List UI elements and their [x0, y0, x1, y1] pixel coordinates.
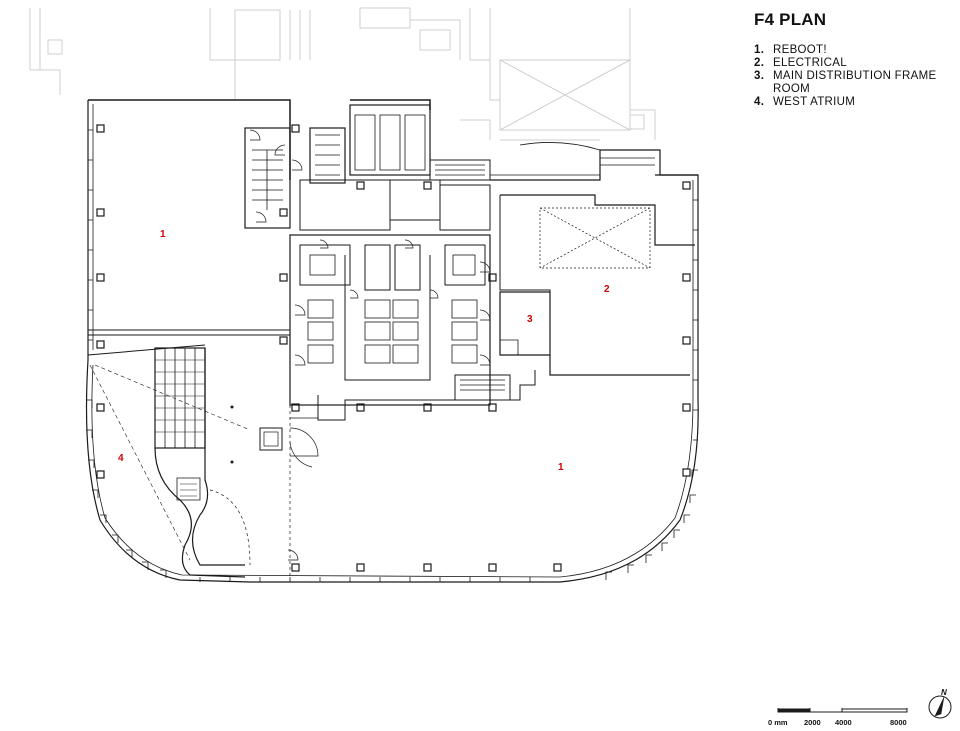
north-arrow-icon — [928, 695, 952, 719]
legend-number: 2. — [754, 57, 765, 69]
legend-number: 1. — [754, 44, 765, 56]
legend-number: 4. — [754, 96, 765, 108]
scale-label-zero: 0 mm — [768, 718, 788, 727]
scale-label-2000: 2000 — [804, 718, 821, 727]
scale-label-4000: 4000 — [835, 718, 852, 727]
scale-bar — [777, 708, 908, 713]
room-label-mdf: 3 — [527, 314, 533, 325]
room-label-west-atrium: 4 — [118, 453, 124, 464]
legend-text: ELECTRICAL — [773, 57, 847, 69]
electrical-and-mdf-rooms — [499, 194, 695, 376]
legend-item: 2. ELECTRICAL — [754, 57, 954, 70]
legend-item: 4. WEST ATRIUM — [754, 96, 954, 109]
room-label-reboot-north: 1 — [160, 229, 166, 240]
legend-text: REBOOT! — [773, 44, 827, 56]
west-atrium-escalators — [87, 329, 291, 580]
room-label-electrical: 2 — [604, 284, 610, 295]
plan-title: F4 PLAN — [754, 10, 827, 29]
scale-label-8000: 8000 — [890, 718, 907, 727]
legend-number: 3. — [754, 70, 765, 82]
legend-item: 3. MAIN DISTRIBUTION FRAME ROOM — [754, 70, 954, 96]
door-swings — [249, 129, 491, 561]
room-label-reboot-south: 1 — [558, 462, 564, 473]
north-label: N — [941, 688, 947, 697]
structural-columns — [96, 124, 691, 572]
legend-text: MAIN DISTRIBUTION FRAME ROOM — [773, 70, 937, 95]
legend-item: 1. REBOOT! — [754, 44, 954, 57]
legend-text: WEST ATRIUM — [773, 96, 856, 108]
room-legend: 1. REBOOT! 2. ELECTRICAL 3. MAIN DISTRIB… — [754, 44, 954, 109]
building-core — [244, 104, 536, 421]
outer-walls — [85, 99, 699, 583]
adjacent-building-outline — [29, 7, 656, 141]
